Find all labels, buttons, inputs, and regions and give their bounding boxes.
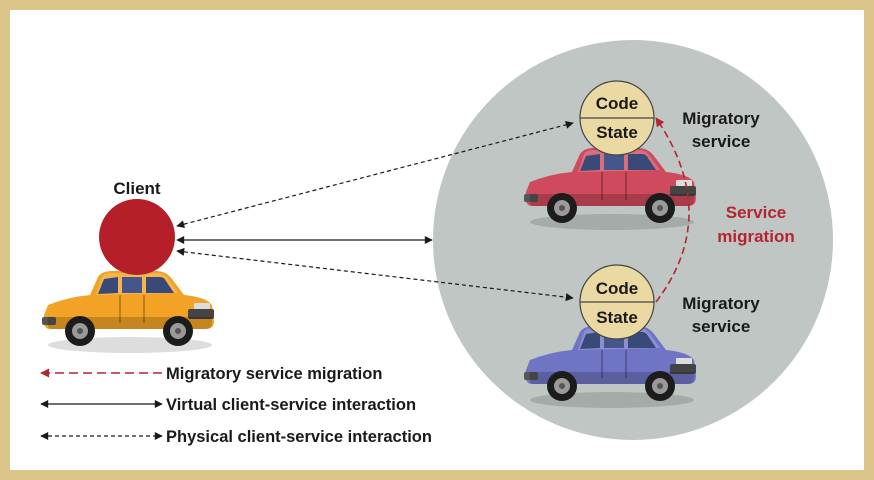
top-code-label: Code (596, 94, 639, 113)
client-label: Client (113, 179, 161, 198)
client-node (99, 199, 175, 275)
migration-label-line2: migration (717, 227, 794, 246)
migration-label-line1: Service (726, 203, 787, 222)
legend-migration-label: Migratory service migration (166, 365, 382, 383)
bottom-service-disc (579, 264, 655, 340)
service-migration-arrow (655, 117, 690, 303)
client-car-icon (41, 270, 215, 354)
bottom-state-label: State (596, 308, 638, 327)
physical-interaction-arrow-bottom (176, 247, 574, 302)
physical-interaction-arrow-top (176, 120, 574, 229)
bottom-service-name-line1: Migratory (682, 294, 760, 313)
top-service-name-line1: Migratory (682, 109, 760, 128)
top-service-name-line2: service (692, 132, 751, 151)
bottom-service-name-line2: service (692, 317, 751, 336)
legend-physical-label: Physical client-service interaction (166, 428, 432, 446)
legend-virtual-label: Virtual client-service interaction (166, 396, 416, 414)
top-state-label: State (596, 123, 638, 142)
bottom-code-label: Code (596, 279, 639, 298)
top-service-disc (579, 80, 655, 156)
